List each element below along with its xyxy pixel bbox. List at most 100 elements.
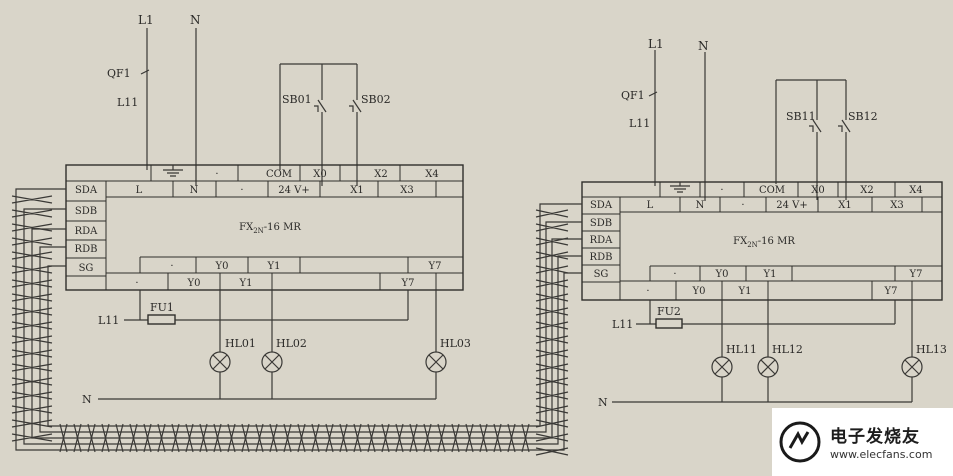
plc-model-label: FX2N-16 MR bbox=[239, 222, 301, 235]
lamp-icon bbox=[901, 356, 923, 378]
lamp-icon bbox=[425, 351, 447, 373]
terminal-y1: Y1 bbox=[763, 269, 777, 280]
terminal-com: COM bbox=[759, 185, 785, 196]
port-sda: SDA bbox=[590, 200, 613, 211]
terminal-x4: X4 bbox=[425, 169, 438, 180]
watermark-url: www.elecfans.com bbox=[830, 448, 933, 461]
plc-body bbox=[65, 164, 464, 291]
terminal-y7: Y7 bbox=[884, 286, 898, 297]
terminal-y7: Y7 bbox=[909, 269, 923, 280]
label-phase: L1 bbox=[138, 13, 154, 27]
label-lamp-1: HL11 bbox=[726, 343, 757, 356]
terminal-x3: X3 bbox=[400, 185, 413, 196]
terminal-dot: · bbox=[135, 278, 138, 289]
terminal-n: N bbox=[190, 185, 199, 196]
label-lamp-2: HL02 bbox=[276, 337, 307, 350]
terminal-x2: X2 bbox=[374, 169, 387, 180]
fuse-body bbox=[655, 318, 683, 329]
terminal-dot: · bbox=[215, 169, 218, 180]
terminal-y7: Y7 bbox=[428, 261, 442, 272]
port-sda: SDA bbox=[75, 185, 98, 196]
plc-diagram-left: L1 N QF1 L11 SB01 SB02 bbox=[15, 13, 471, 420]
breaker-contact bbox=[648, 91, 658, 97]
label-fuse-feed: L11 bbox=[98, 314, 119, 327]
label-lamp-3: HL03 bbox=[440, 337, 471, 350]
label-breaker: QF1 bbox=[621, 89, 645, 102]
label-fuse: FU2 bbox=[657, 305, 681, 318]
label-lamp-2: HL12 bbox=[772, 343, 803, 356]
terminal-x1: X1 bbox=[838, 200, 851, 211]
sb01-contact bbox=[314, 99, 327, 113]
sb11-contact bbox=[809, 119, 822, 133]
sb12-contact bbox=[838, 119, 851, 133]
terminal-x1: X1 bbox=[350, 185, 363, 196]
label-neutral: N bbox=[190, 13, 201, 27]
label-return: N bbox=[598, 396, 608, 409]
elecfans-logo-icon bbox=[779, 421, 821, 463]
lamp-icon bbox=[209, 351, 231, 373]
label-branch: L11 bbox=[117, 96, 138, 109]
ground-icon bbox=[163, 165, 183, 177]
terminal-x4: X4 bbox=[909, 185, 922, 196]
breaker-contact bbox=[140, 69, 150, 75]
terminal-x3: X3 bbox=[890, 200, 903, 211]
port-rda: RDA bbox=[75, 226, 99, 237]
terminal-y0: Y0 bbox=[187, 278, 201, 289]
label-breaker: QF1 bbox=[107, 67, 131, 80]
plc-model-label: FX2N-16 MR bbox=[733, 236, 795, 249]
terminal-com: COM bbox=[266, 169, 292, 180]
terminal-x0: X0 bbox=[313, 169, 326, 180]
lamp-icon bbox=[757, 356, 779, 378]
terminal-y1: Y1 bbox=[267, 261, 281, 272]
terminal-l: L bbox=[136, 185, 143, 196]
terminal-y0: Y0 bbox=[692, 286, 706, 297]
label-fuse: FU1 bbox=[150, 301, 174, 314]
terminal-l: L bbox=[647, 200, 654, 211]
watermark-title: 电子发烧友 bbox=[830, 427, 920, 447]
terminal-y1: Y1 bbox=[738, 286, 752, 297]
port-sdb: SDB bbox=[590, 218, 612, 229]
terminal-dot: · bbox=[170, 261, 173, 272]
terminal-x0: X0 bbox=[811, 185, 824, 196]
terminal-dot: · bbox=[646, 286, 649, 297]
port-rdb: RDB bbox=[590, 252, 613, 263]
terminal-dot: · bbox=[741, 200, 744, 211]
terminal-y7: Y7 bbox=[401, 278, 415, 289]
port-sdb: SDB bbox=[75, 206, 97, 217]
terminal-y0: Y0 bbox=[715, 269, 729, 280]
terminal-y1: Y1 bbox=[239, 278, 253, 289]
label-return: N bbox=[82, 393, 92, 406]
terminal-24v: 24 V+ bbox=[776, 200, 808, 211]
label-neutral: N bbox=[698, 39, 709, 53]
terminal-dot: · bbox=[673, 269, 676, 280]
twisted-pair-cable bbox=[11, 195, 569, 456]
plc-body bbox=[581, 181, 943, 301]
sb02-contact bbox=[349, 99, 362, 113]
terminal-24v: 24 V+ bbox=[278, 185, 310, 196]
label-lamp-3: HL13 bbox=[916, 343, 947, 356]
terminal-n: N bbox=[696, 200, 705, 211]
port-rdb: RDB bbox=[75, 244, 98, 255]
port-rda: RDA bbox=[590, 235, 614, 246]
label-sb02: SB02 bbox=[361, 93, 391, 106]
terminal-dot: · bbox=[240, 185, 243, 196]
terminal-dot: · bbox=[720, 185, 723, 196]
lamp-icon bbox=[261, 351, 283, 373]
plc-diagram-right: L1 N QF1 L11 SB11 SB12 · COM X0 X2 bbox=[539, 37, 947, 420]
terminal-x2: X2 bbox=[860, 185, 873, 196]
label-sb11: SB11 bbox=[786, 110, 816, 123]
lamp-icon bbox=[711, 356, 733, 378]
label-fuse-feed: L11 bbox=[612, 318, 633, 331]
label-phase: L1 bbox=[648, 37, 664, 51]
port-sg: SG bbox=[79, 263, 94, 274]
label-sb01: SB01 bbox=[282, 93, 312, 106]
watermark-logo: 电子发烧友 www.elecfans.com bbox=[772, 408, 953, 476]
label-branch: L11 bbox=[629, 117, 650, 130]
port-sg: SG bbox=[594, 269, 609, 280]
terminal-y0: Y0 bbox=[215, 261, 229, 272]
cable-twist-marks bbox=[11, 195, 569, 456]
label-lamp-1: HL01 bbox=[225, 337, 256, 350]
label-sb12: SB12 bbox=[848, 110, 878, 123]
fuse-body bbox=[147, 314, 176, 325]
